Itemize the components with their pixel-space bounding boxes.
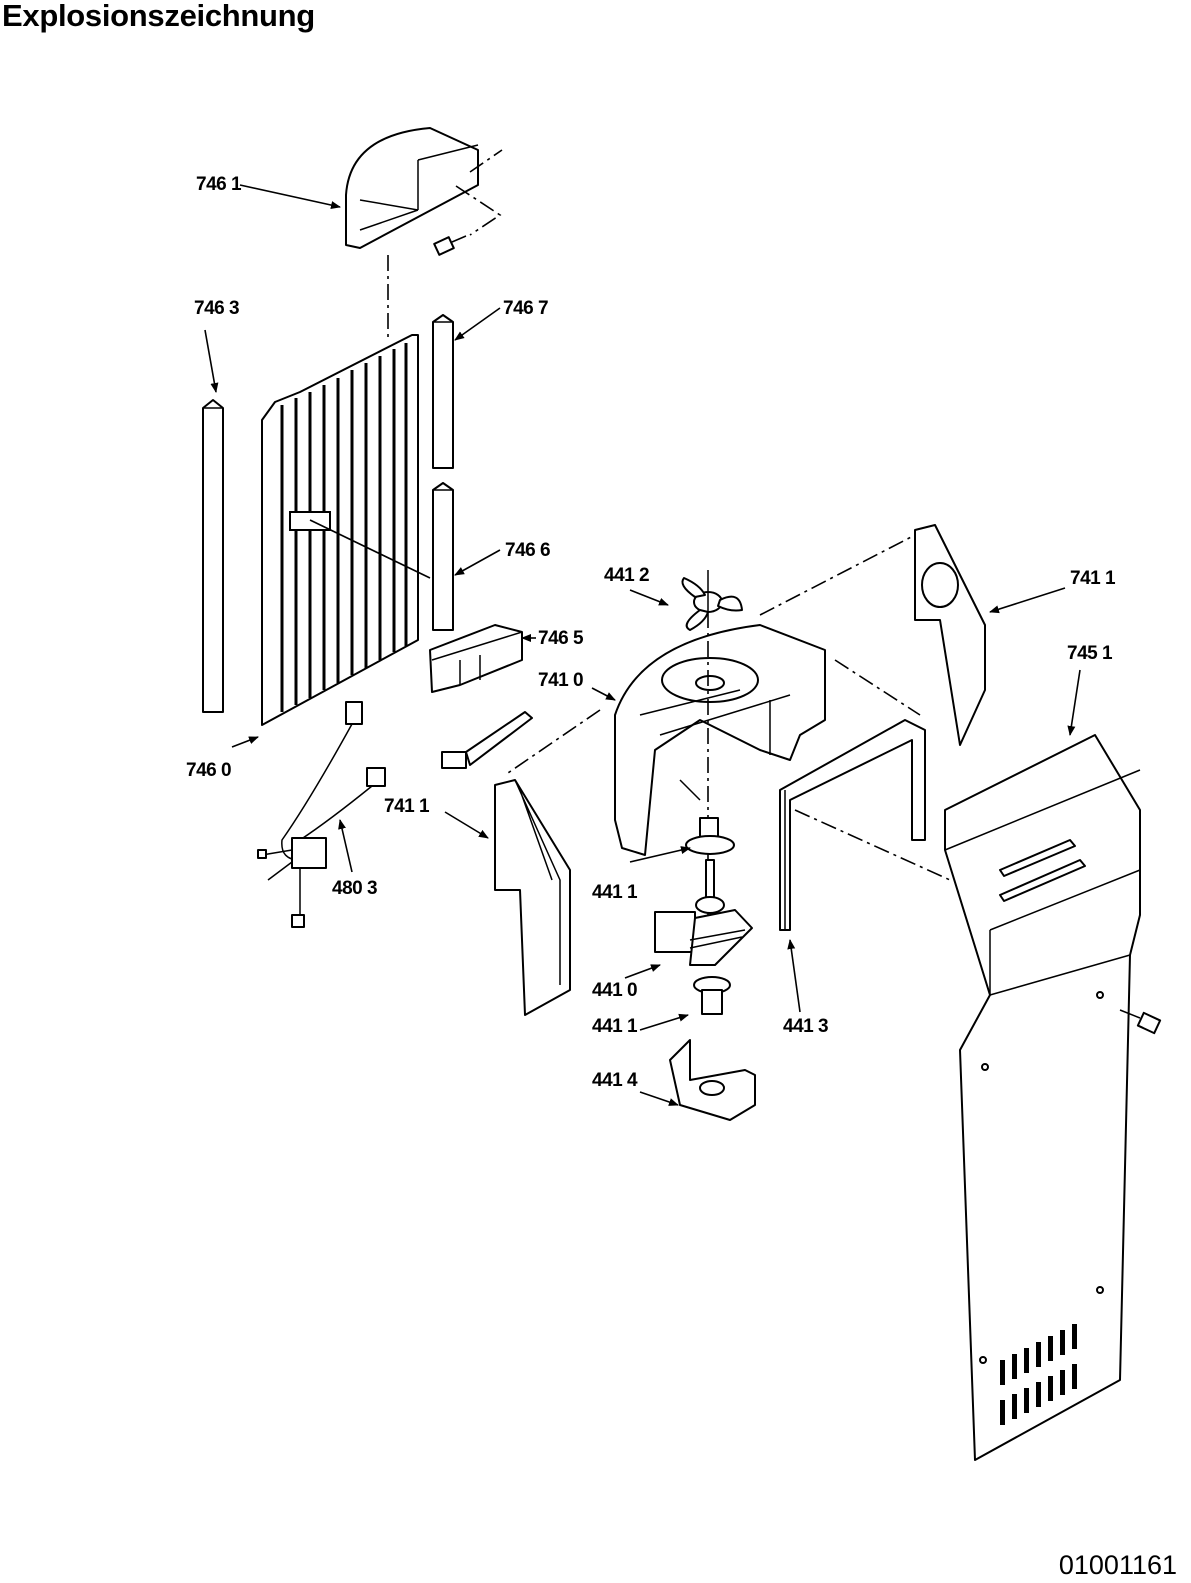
part-lower-bushing [693, 976, 731, 1015]
label-746-1: 746 1 [196, 174, 242, 195]
label-746-7: 746 7 [503, 298, 549, 319]
label-441-0: 441 0 [592, 980, 638, 1001]
label-746-5: 746 5 [538, 628, 584, 649]
label-480-3: 480 3 [332, 878, 378, 899]
label-746-6: 746 6 [505, 540, 551, 561]
part-right-side-panel [914, 524, 986, 746]
part-upper-bushing [685, 817, 735, 855]
part-motor-mount [669, 1039, 756, 1121]
part-evaporator-grid [261, 334, 431, 726]
label-746-0: 746 0 [186, 760, 232, 781]
part-fan-motor [654, 859, 753, 966]
page-title: Explosionszeichnung [2, 0, 315, 33]
label-441-3: 441 3 [783, 1016, 829, 1037]
label-741-1-left: 741 1 [384, 796, 430, 817]
part-left-seal-strip [202, 399, 224, 713]
part-left-side-panel [494, 779, 571, 1016]
screw-icon [1119, 1009, 1162, 1035]
leader-lines [204, 184, 1081, 1106]
label-745-1: 745 1 [1067, 643, 1113, 664]
part-right-upper-strip [432, 314, 454, 469]
screw-icon [433, 235, 467, 256]
label-441-1-upper: 441 1 [592, 882, 638, 903]
part-bracket [429, 624, 523, 693]
part-fan-housing [614, 624, 826, 856]
label-741-1-right: 741 1 [1070, 568, 1116, 589]
label-441-4: 441 4 [592, 1070, 638, 1091]
part-right-lower-strip [432, 482, 454, 631]
part-fan-blade [681, 570, 743, 631]
part-back-cover [944, 734, 1162, 1461]
part-wire-harness [257, 701, 386, 928]
label-741-0: 741 0 [538, 670, 584, 691]
label-746-3: 746 3 [194, 298, 240, 319]
label-441-1-lower: 441 1 [592, 1016, 638, 1037]
document-number: 01001161 [1058, 1550, 1177, 1580]
part-sensor-probe [441, 711, 533, 769]
label-441-2: 441 2 [604, 565, 650, 586]
part-u-channel [779, 719, 926, 931]
part-top-cover [345, 127, 503, 256]
